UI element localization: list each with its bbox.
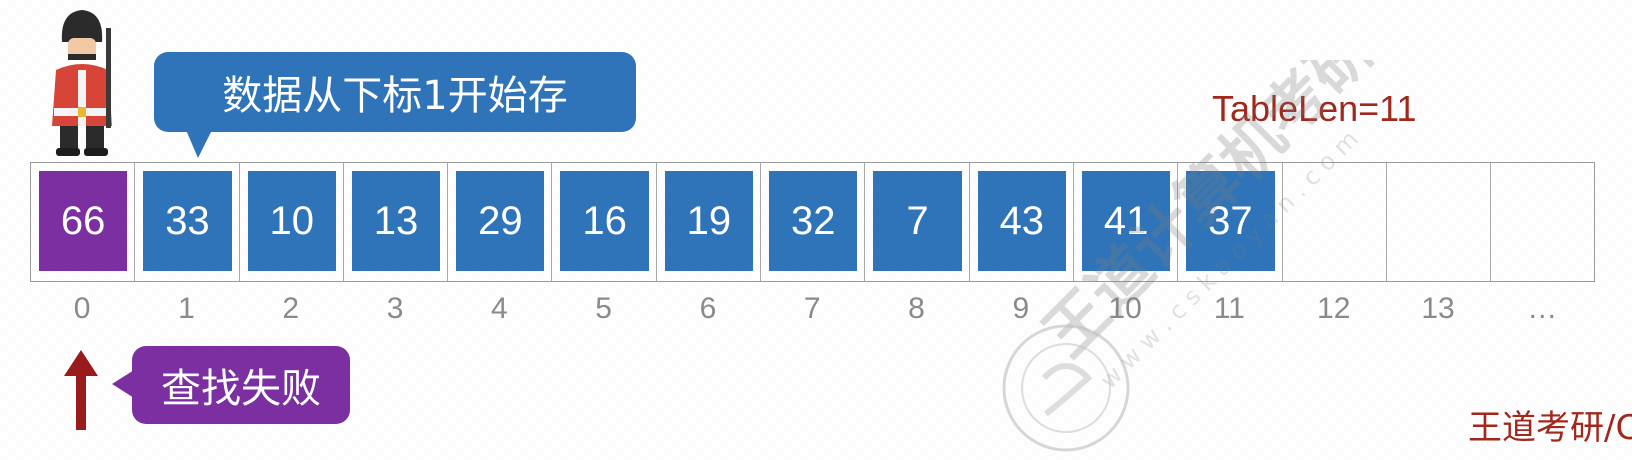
element-value: 37 [1186, 171, 1275, 271]
element-value: 19 [664, 171, 754, 271]
index-label: 1 [178, 292, 195, 325]
index-label: 10 [1108, 292, 1142, 325]
array-cell: 10 [240, 163, 344, 281]
index-label: 7 [803, 292, 821, 325]
array-cell [1283, 163, 1387, 281]
array-cell: 43 [970, 163, 1074, 281]
index-label: 11 [1213, 292, 1245, 325]
array-cell: 41 [1074, 163, 1179, 281]
element-value: 41 [1081, 171, 1171, 271]
array-cell: 7 [865, 163, 970, 281]
sentinel-soldier-icon [52, 10, 112, 156]
array-cell: 29 [448, 163, 553, 281]
sentinel-value: 66 [39, 171, 128, 271]
element-value: 33 [143, 171, 232, 271]
index-label: 6 [699, 292, 717, 325]
index-label: 0 [73, 292, 91, 325]
element-value: 16 [560, 171, 649, 271]
element-value: 7 [873, 171, 962, 271]
array-cell: 16 [552, 163, 657, 281]
array-cell: 33 [135, 163, 240, 281]
index-label: … [1527, 292, 1558, 325]
index-label: 12 [1317, 292, 1351, 325]
array-cell: 66 [31, 163, 136, 281]
index-label: 13 [1421, 292, 1455, 325]
index-label: 3 [386, 292, 404, 325]
search-failed-callout: 查找失败 [112, 346, 350, 424]
index-label: 2 [282, 292, 300, 325]
array-cell: 13 [344, 163, 449, 281]
watermark-seal-icon [1002, 324, 1130, 452]
array-cell: 37 [1178, 163, 1283, 281]
element-value: 43 [977, 171, 1066, 271]
array-cell [1491, 163, 1595, 281]
index-label: 5 [595, 292, 612, 325]
array-cell [1387, 163, 1492, 281]
array-cell: 32 [761, 163, 866, 281]
start-index-callout: 数据从下标1开始存 [154, 52, 636, 158]
element-value: 10 [247, 171, 336, 271]
watermark: 王道计算机考研 w w w . c s k a o y a n . c o m [1030, 60, 1388, 394]
index-label: 9 [1012, 292, 1030, 325]
element-value: 32 [769, 171, 858, 271]
footer-brand: 王道考研/C [1468, 408, 1632, 448]
table-length-label: TableLen=11 [1212, 88, 1417, 129]
array-cell: 19 [657, 163, 762, 281]
up-arrow-icon [64, 350, 98, 430]
element-value: 29 [456, 171, 545, 271]
element-value: 13 [351, 171, 441, 271]
index-label: 8 [908, 292, 925, 325]
index-label: 4 [490, 292, 508, 325]
